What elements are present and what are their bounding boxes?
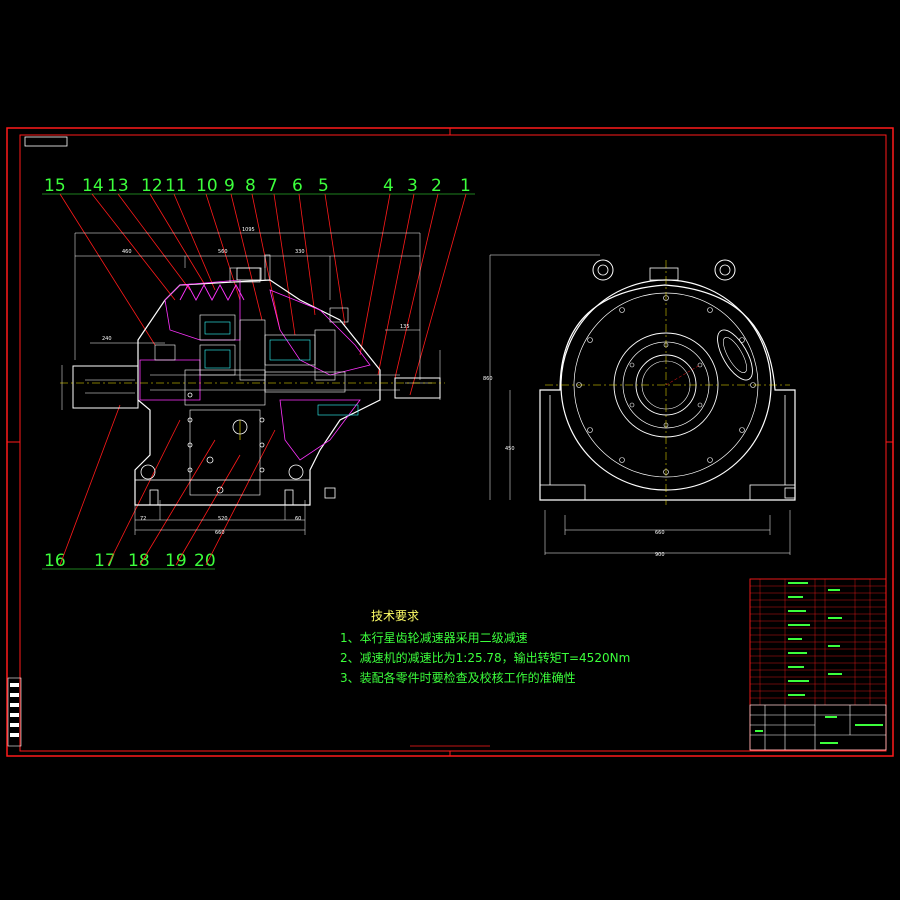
tech-req-item: 2、减速机的减速比为1:25.78，输出转矩T=4520Nm — [340, 650, 630, 665]
balloon-label: 14 — [82, 176, 104, 196]
svg-text:520: 520 — [218, 516, 228, 522]
leader-lines — [59, 193, 467, 566]
svg-text:860: 860 — [483, 376, 493, 382]
svg-text:460: 460 — [122, 249, 132, 255]
svg-text:900: 900 — [655, 552, 665, 558]
balloon-label: 15 — [44, 176, 66, 196]
balloon-label: 4 — [383, 176, 394, 196]
svg-text:330: 330 — [295, 249, 305, 255]
svg-text:1095: 1095 — [242, 227, 255, 233]
balloon-label: 12 — [141, 176, 163, 196]
svg-text:660: 660 — [655, 530, 665, 536]
drawing-frame — [6, 127, 894, 757]
margin-table — [7, 677, 22, 747]
technical-requirements: 技术要求 1、本行星齿轮减速器采用二级减速 2、减速机的减速比为1:25.78，… — [340, 609, 630, 685]
balloon-label: 17 — [94, 551, 116, 571]
svg-text:450: 450 — [505, 446, 515, 452]
title-block — [749, 578, 887, 751]
balloon-label: 10 — [196, 176, 218, 196]
svg-text:135: 135 — [400, 324, 410, 330]
balloon-numbers-top: 15 14 13 12 11 10 9 8 7 6 5 4 3 2 1 — [42, 176, 475, 196]
svg-text:560: 560 — [218, 249, 228, 255]
balloon-label: 13 — [107, 176, 129, 196]
svg-text:72: 72 — [140, 516, 146, 522]
balloon-label: 1 — [460, 176, 471, 196]
end-view: 860 450 660 900 — [483, 254, 796, 558]
balloon-label: 3 — [407, 176, 418, 196]
svg-text:240: 240 — [102, 336, 112, 342]
balloon-label: 8 — [245, 176, 256, 196]
svg-text:660: 660 — [215, 530, 225, 536]
balloon-label: 9 — [224, 176, 235, 196]
balloon-label: 5 — [318, 176, 329, 196]
balloon-label: 7 — [267, 176, 278, 196]
tech-req-item: 3、装配各零件时要检查及校核工作的准确性 — [340, 670, 576, 685]
balloon-label: 2 — [431, 176, 442, 196]
balloon-label: 20 — [194, 551, 216, 571]
balloon-label: 16 — [44, 551, 66, 571]
balloon-label: 19 — [165, 551, 187, 571]
balloon-label: 18 — [128, 551, 150, 571]
tech-req-title: 技术要求 — [371, 609, 419, 623]
balloon-numbers-bottom: 16 17 18 19 20 — [42, 551, 216, 571]
svg-text:60: 60 — [295, 516, 301, 522]
tech-req-item: 1、本行星齿轮减速器采用二级减速 — [340, 631, 528, 645]
balloon-label: 6 — [292, 176, 303, 196]
section-view: 460 560 1095 330 240 135 72 520 60 660 — [60, 227, 445, 536]
balloon-label: 11 — [165, 176, 187, 196]
